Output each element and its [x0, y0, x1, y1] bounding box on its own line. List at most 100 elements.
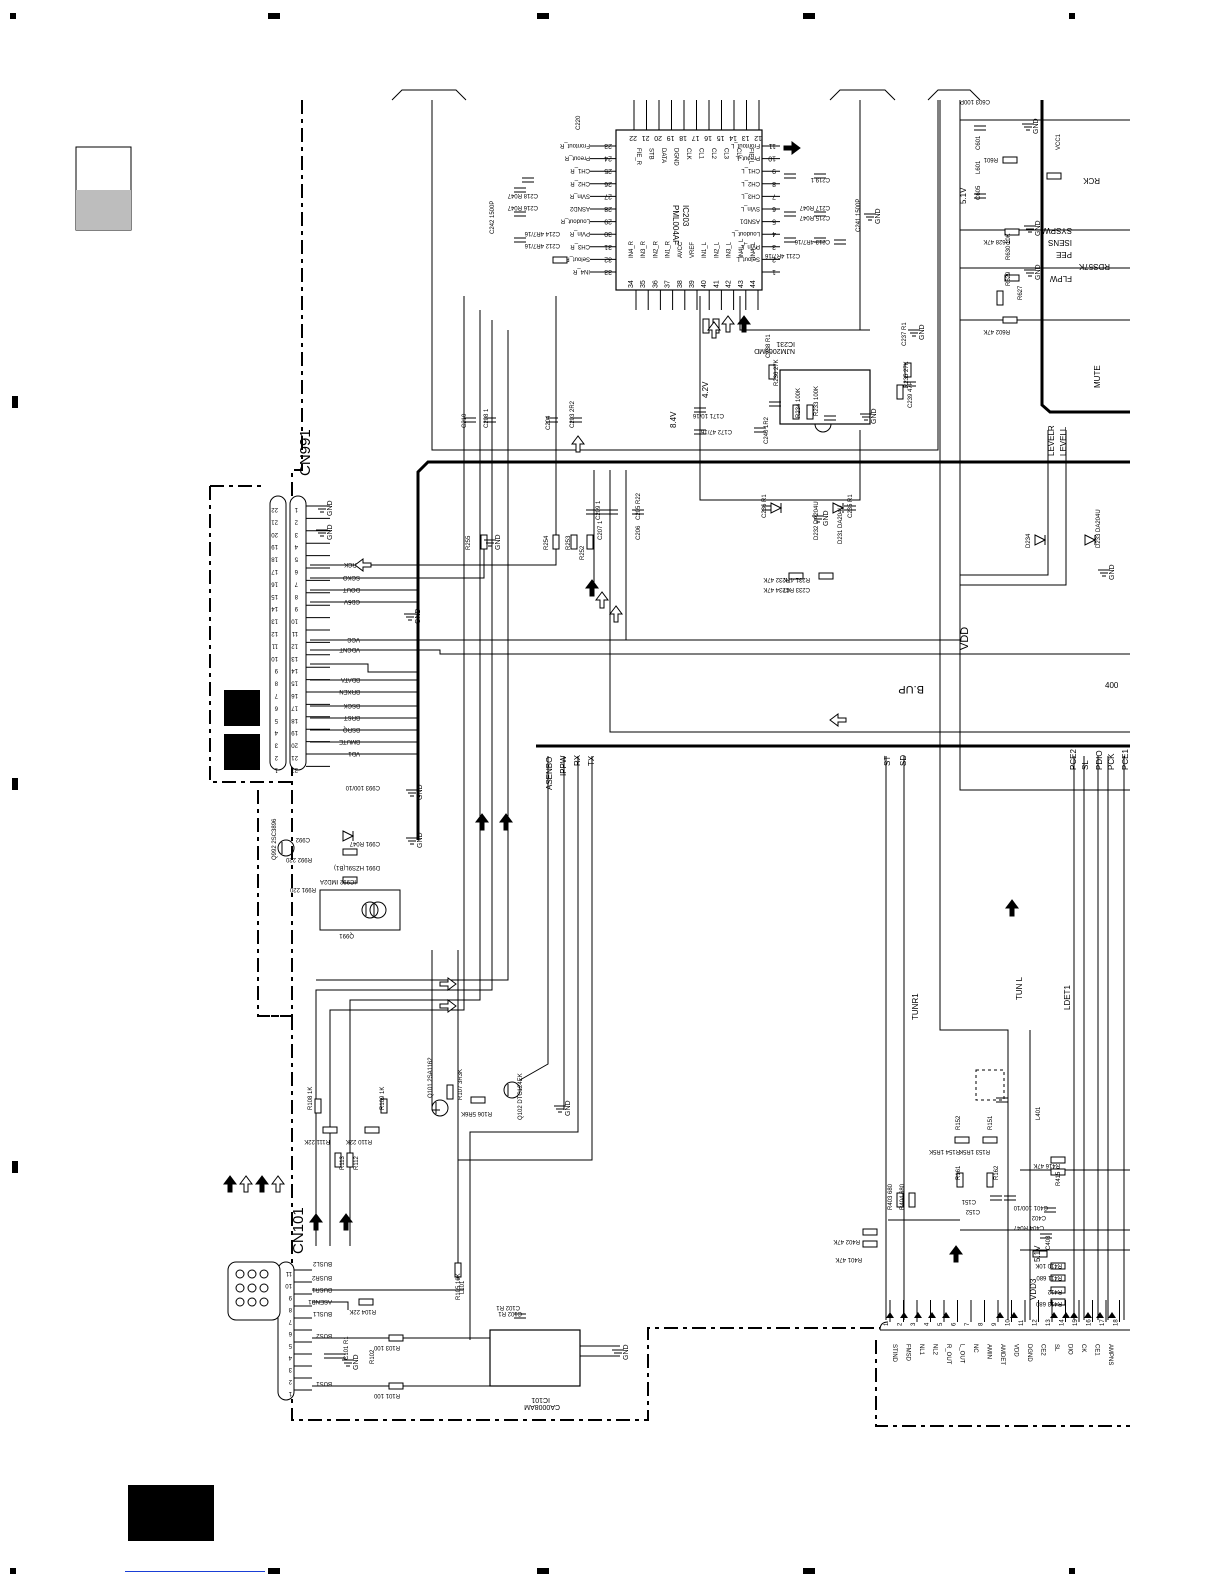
ic203-pin-number: 31 [604, 243, 612, 250]
cn101-signal-label: BUSL2 [312, 1260, 332, 1266]
cn991-pin-outer: 18 [271, 556, 278, 562]
transistor-symbol [277, 839, 295, 857]
signal-arrow-left [829, 713, 847, 727]
cn101-signal-label: ASENB1 [308, 1298, 332, 1304]
component-label: R107 3R3K [458, 1069, 464, 1100]
resistor-symbol [896, 1192, 904, 1208]
cn991-signal-label: BRXEN [339, 688, 360, 694]
ic203-pin-name: FIE_R [635, 148, 641, 166]
ic101: IC101 CA0008AM [489, 1329, 581, 1410]
signal-arrow-up [223, 1175, 237, 1193]
pin-arrow [1062, 1312, 1070, 1318]
signal-arrows [223, 141, 1116, 1318]
svg-text:CN101: CN101 [290, 1207, 307, 1254]
registration-marks [10, 13, 1075, 1574]
ic203-pin-name: CL1 [698, 148, 704, 160]
mcu-pin-number: 9 [992, 1322, 998, 1326]
resistor-symbol [982, 1136, 998, 1144]
ic203-pin-number: 19 [667, 134, 675, 141]
component-label: R415 [1056, 1171, 1062, 1186]
component-label: C217 R047 [799, 204, 830, 210]
cn991-pin-outer: 22 [271, 506, 278, 512]
component-label: R629 [1006, 271, 1012, 286]
component-label: C404 R047 [1013, 1224, 1044, 1230]
component-label: R602 47K [983, 328, 1010, 334]
svg-text:PML004AF: PML004AF [671, 205, 680, 245]
pin-arrow [1010, 1312, 1018, 1318]
transistor-symbol [503, 1081, 521, 1099]
ic203-pin-name: ASND1 [739, 218, 760, 224]
cn101-pin-number: 9 [288, 1294, 292, 1300]
component-label: C209 1 [596, 500, 602, 520]
resistor-symbol [480, 534, 488, 550]
cn991-pin-outer: 16 [271, 580, 278, 586]
pin-arrow [1070, 1312, 1078, 1318]
component-label: C236 R1 [762, 494, 768, 518]
cn991-pin-outer: 9 [274, 667, 278, 673]
svg-text:LEVELL: LEVELL [1059, 426, 1068, 456]
signal-arrow-up [721, 315, 735, 333]
ic992-box [319, 889, 401, 931]
ic203-pin-name: CH3_R [570, 243, 590, 249]
footer-link-underline [125, 1571, 265, 1572]
component-label: C211 4R7/16 [764, 252, 800, 258]
gnd-label: GND [871, 408, 878, 424]
component-label: R402 47K [833, 1238, 860, 1244]
mcu-pin-name: VDD [1013, 1344, 1019, 1357]
component-label: R403 680 [888, 1183, 894, 1210]
svg-text:ASENBO: ASENBO [545, 757, 554, 790]
component-label: R416 47K [1033, 1162, 1060, 1168]
svg-text:RCK: RCK [1082, 176, 1100, 185]
pin-arrow [914, 1312, 922, 1318]
mcu-pin-name: CE2 [1040, 1344, 1046, 1356]
cn991-signal-label: BSCK [344, 702, 360, 708]
ic203-pin-name: VREF [690, 242, 696, 258]
component-label: VCC1 [1056, 133, 1062, 150]
resistor-symbol [1004, 228, 1020, 236]
ic203-pin-number: 41 [713, 280, 720, 288]
ic203-pin-number: 15 [717, 134, 725, 141]
mcu-pin-number: 10 [1006, 1319, 1012, 1326]
cn991-wires [306, 505, 418, 767]
mcu-pin-number: 4 [925, 1322, 931, 1326]
svg-text:TUNR1: TUNR1 [911, 993, 920, 1020]
ic203-pin-number: 8 [772, 180, 776, 187]
diode-symbol [1034, 534, 1047, 546]
component-label: C214 4R7/16 [524, 230, 560, 236]
resistor-symbol [1050, 1168, 1066, 1176]
component-label: C218 R047 [507, 192, 538, 198]
ic203-pin-name: ASND2 [569, 205, 590, 211]
ic203-pin-name: Frontout_L [730, 142, 760, 148]
pin-arrow [996, 1312, 1004, 1318]
component-label: C102 R1 [498, 1310, 522, 1316]
pin-arrow [900, 1312, 908, 1318]
mcu-pin-name: STIND [891, 1344, 897, 1363]
component-label: C171 10/16 [692, 412, 724, 418]
component-label: C205 R22 [636, 492, 642, 520]
component-label: C172 47/16 [700, 428, 732, 434]
component-label: C152 [965, 1208, 980, 1214]
signal-arrow-up [707, 321, 721, 339]
mcu-pin-number: 18 [1114, 1319, 1120, 1326]
component-label: D991 HZS9L(B1) [334, 864, 380, 870]
resistor-symbol [1002, 156, 1018, 164]
component-label: L601 [976, 160, 982, 174]
ic203-pin-name: CLK [685, 148, 691, 160]
resistor-symbol [996, 290, 1004, 306]
gnd-label: GND [417, 832, 424, 848]
mcu-pin-name: AMDET [999, 1344, 1005, 1365]
pin-arrow [1050, 1312, 1058, 1318]
component-symbols [277, 125, 1097, 1390]
ic203-pin-number: 21 [642, 134, 650, 141]
component-label: C234 47K [763, 586, 790, 592]
resistor-symbol [908, 1192, 916, 1208]
page-number-block [128, 1485, 214, 1541]
cn991-pin-outer: 4 [274, 729, 278, 735]
resistor-symbol [818, 572, 834, 580]
ic203-pin-name: IN2_R [653, 240, 659, 258]
resistor-symbol [552, 256, 568, 264]
resistor-symbol [346, 1152, 354, 1168]
svg-text:FLPW: FLPW [1049, 274, 1072, 283]
resistor-symbol [314, 1098, 322, 1114]
ic203-pin-name: CL2 [710, 148, 716, 160]
